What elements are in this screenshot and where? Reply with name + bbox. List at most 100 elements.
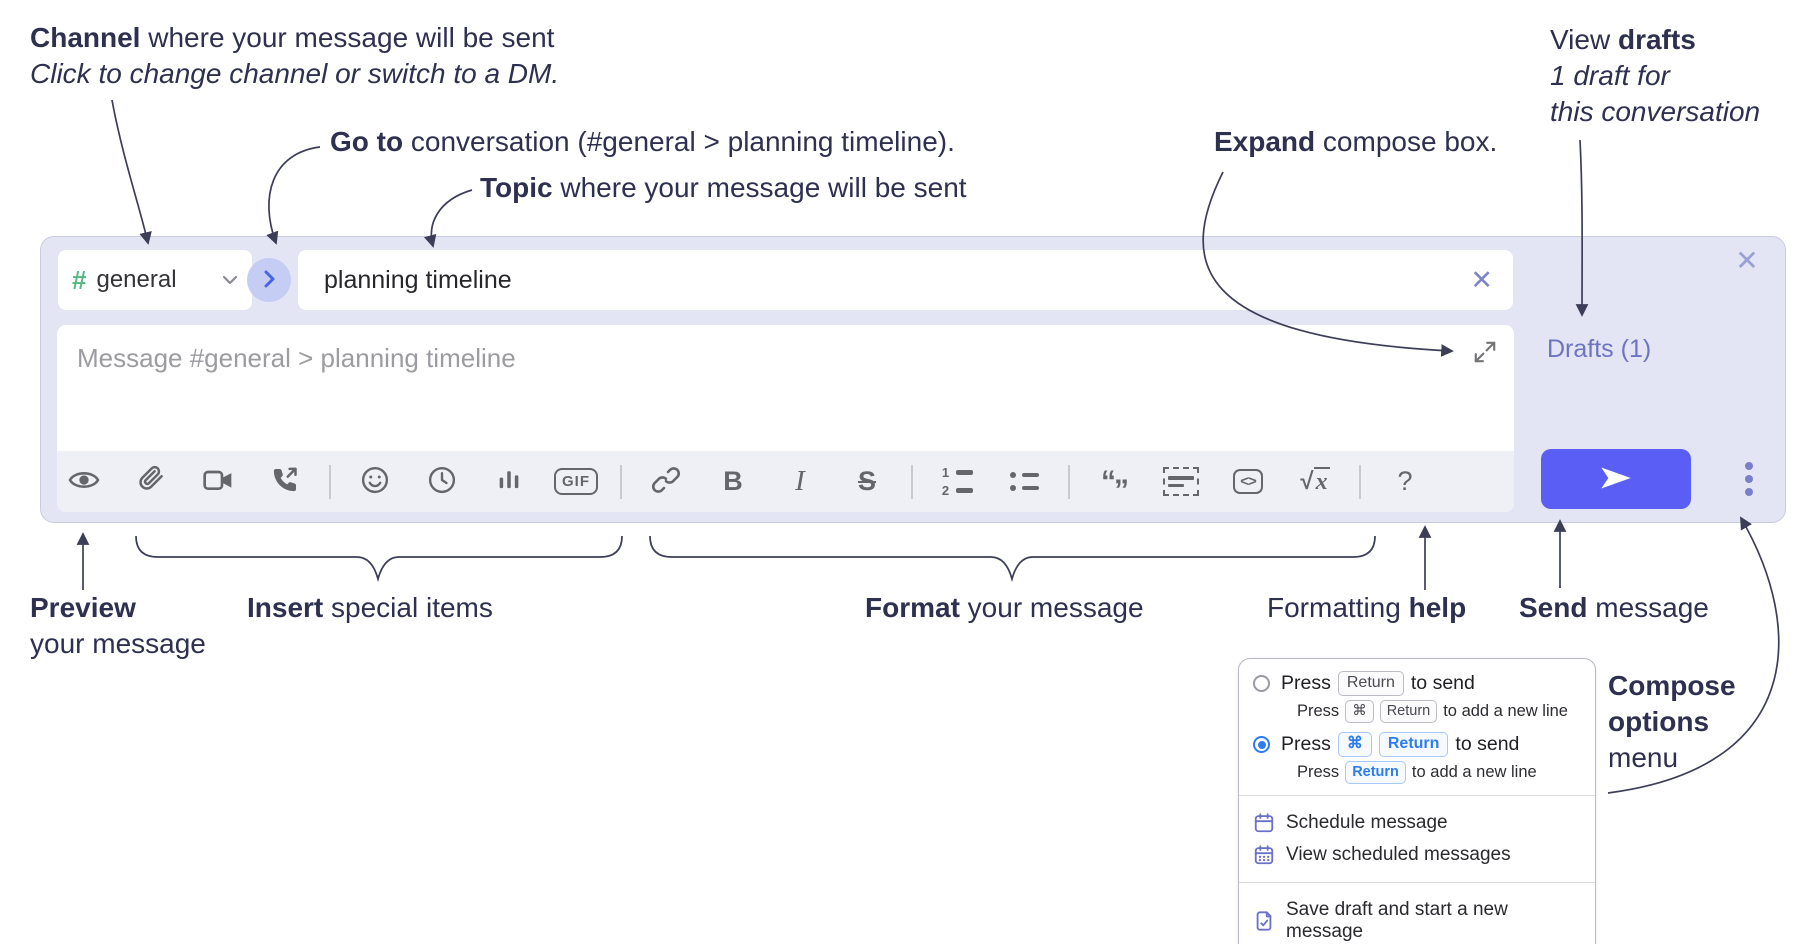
annotation-drafts-pre: View: [1550, 24, 1618, 55]
insert-link-button[interactable]: [643, 459, 689, 505]
expand-compose-button[interactable]: [1470, 337, 1500, 370]
kbd-return-blue: Return: [1378, 732, 1449, 757]
annotation-goto-bold: Go to: [330, 126, 404, 157]
option1-tail: to send: [1410, 672, 1475, 694]
annotation-channel-bold: Channel: [30, 22, 141, 53]
clear-topic-button[interactable]: ✕: [1466, 265, 1497, 296]
bulleted-list-button[interactable]: [1001, 459, 1047, 505]
annotation-compose-options-bold1: Compose: [1608, 670, 1736, 701]
send-paper-plane-icon: [1598, 464, 1634, 495]
video-call-button[interactable]: [195, 459, 241, 505]
annotation-channel: Channel where your message will be sent …: [30, 20, 559, 92]
italic-icon: I: [795, 465, 805, 497]
kbd-cmd: ⌘: [1345, 700, 1374, 723]
connector-channel: [111, 99, 152, 245]
ellipsis-dot: [1745, 462, 1753, 470]
gif-icon: GIF: [554, 468, 598, 495]
toolbar-divider: [329, 464, 331, 499]
toolbar-divider: [1068, 464, 1070, 499]
annotation-drafts-bold: drafts: [1617, 24, 1696, 55]
formatting-help-button[interactable]: ?: [1382, 459, 1428, 505]
annotation-expand-rest: compose box.: [1315, 126, 1498, 157]
message-input[interactable]: Message #general > planning timeline: [57, 325, 1514, 451]
drafts-link[interactable]: Drafts (1): [1541, 334, 1657, 365]
send-button[interactable]: [1541, 449, 1691, 509]
channel-hash-icon: #: [72, 264, 87, 295]
option1-sub-tail: to add a new line: [1443, 702, 1568, 720]
annotation-format: Format your message: [865, 590, 1144, 626]
send-option-return[interactable]: Press Return to send: [1253, 671, 1581, 696]
annotation-drafts: View drafts 1 draft for this conversatio…: [1550, 22, 1760, 130]
add-poll-button[interactable]: [486, 459, 532, 505]
numbered-list-icon: 1 2: [941, 466, 973, 497]
poll-bar-chart-icon: [495, 466, 523, 497]
math-icon: √x: [1300, 466, 1330, 495]
brace-insert: [135, 535, 623, 583]
annotation-format-bold: Format: [865, 592, 960, 623]
code-button[interactable]: <>: [1225, 459, 1271, 505]
eye-icon: [68, 464, 100, 499]
channel-selector[interactable]: # general: [57, 249, 253, 311]
preview-button[interactable]: [61, 459, 107, 505]
italic-button[interactable]: I: [777, 459, 823, 505]
go-to-conversation-button[interactable]: [247, 258, 291, 302]
annotation-channel-italic: Click to change channel or switch to a D…: [30, 58, 560, 89]
kbd-return-blue: Return: [1345, 761, 1406, 784]
strikethrough-button[interactable]: S: [844, 459, 890, 505]
close-compose-button[interactable]: ✕: [1728, 241, 1766, 279]
annotation-expand-bold: Expand: [1214, 126, 1316, 157]
bold-button[interactable]: B: [710, 459, 756, 505]
annotation-drafts-line3: this conversation: [1550, 96, 1761, 127]
option2-sub-press: Press: [1297, 763, 1340, 781]
expand-icon: [1472, 341, 1498, 368]
spoiler-icon: [1163, 467, 1199, 496]
annotation-insert: Insert special items: [247, 590, 493, 626]
draft-document-check-icon: [1253, 910, 1275, 932]
annotation-insert-bold: Insert: [247, 592, 324, 623]
question-mark-icon: ?: [1397, 466, 1413, 496]
annotation-help-bold: help: [1408, 592, 1467, 623]
save-draft-item[interactable]: Save draft and start a new message: [1253, 894, 1581, 944]
chevron-right-icon: [264, 270, 275, 291]
add-gif-button[interactable]: GIF: [553, 459, 599, 505]
menu-divider: [1239, 795, 1595, 796]
toolbar-divider: [911, 464, 913, 499]
kbd-return: Return: [1379, 700, 1438, 723]
link-icon: [651, 465, 681, 498]
schedule-message-label: Schedule message: [1286, 812, 1448, 833]
annotation-preview-line2: your message: [30, 628, 206, 659]
send-option-cmd-return[interactable]: Press ⌘ Return to send: [1253, 732, 1581, 757]
annotation-goto-rest: conversation (#general > planning timeli…: [403, 126, 955, 157]
compose-options-menu-button[interactable]: [1736, 451, 1762, 507]
annotation-send-bold: Send: [1519, 592, 1588, 623]
strikethrough-icon: S: [857, 466, 876, 496]
option1-press: Press: [1281, 672, 1331, 694]
calendar-grid-icon: [1253, 844, 1275, 866]
quote-button[interactable]: “”: [1091, 459, 1137, 505]
radio-selected-icon[interactable]: [1253, 736, 1270, 753]
add-global-time-button[interactable]: [419, 459, 465, 505]
annotation-goto: Go to conversation (#general > planning …: [330, 124, 955, 160]
numbered-list-button[interactable]: 1 2: [934, 459, 980, 505]
radio-unselected-icon[interactable]: [1253, 675, 1270, 692]
message-placeholder: Message #general > planning timeline: [77, 343, 516, 373]
add-emoji-button[interactable]: [352, 459, 398, 505]
topic-input[interactable]: [322, 264, 1467, 296]
ellipsis-dot: [1745, 475, 1753, 483]
option2-sub-tail: to add a new line: [1411, 763, 1537, 781]
save-draft-label: Save draft and start a new message: [1286, 899, 1508, 942]
annotation-topic: Topic where your message will be sent: [480, 170, 967, 206]
annotation-send-rest: message: [1587, 592, 1709, 623]
option2-tail: to send: [1455, 733, 1520, 755]
voice-call-button[interactable]: [262, 459, 308, 505]
attach-file-button[interactable]: [128, 459, 174, 505]
view-scheduled-messages-item[interactable]: View scheduled messages: [1253, 839, 1581, 871]
ellipsis-dot: [1745, 488, 1753, 496]
phone-call-icon: [270, 465, 300, 498]
clock-icon: [427, 465, 457, 498]
menu-divider: [1239, 882, 1595, 883]
math-button[interactable]: √x: [1292, 459, 1338, 505]
quote-icon: “”: [1101, 464, 1129, 507]
spoiler-button[interactable]: [1158, 459, 1204, 505]
schedule-message-item[interactable]: Schedule message: [1253, 807, 1581, 839]
